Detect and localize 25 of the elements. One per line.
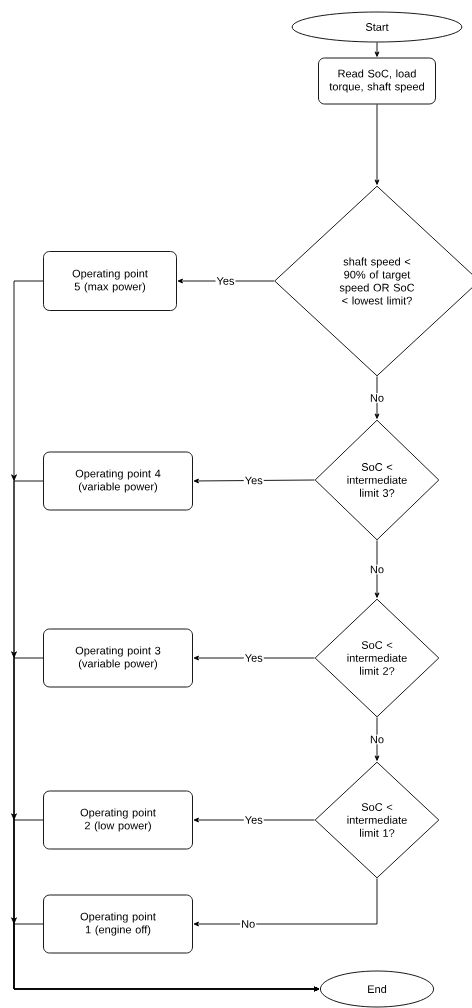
edge-label: Yes [216,277,235,285]
arrow [374,717,380,761]
edge-label: No [242,920,255,928]
edge-label: No [370,394,384,402]
arrow [193,655,315,661]
edge-label: Yes [245,476,263,485]
process-box: Operating point 2 (low power) [43,790,193,850]
edge-label: Yes [245,654,263,662]
process-box: Operating point 3 (variable power) [43,628,193,688]
edge-label: Yes [245,816,263,824]
process-box: Operating point 4 (variable power) [43,451,193,511]
process-box: Operating point 1 (engine off) [43,894,193,954]
arrow [193,817,315,823]
process-box: Read SoC, load torque, shaft speed [318,57,436,105]
arrow [374,104,380,185]
arrow [11,917,320,992]
edge-label: No [370,735,384,744]
arrow [177,278,275,284]
process-box: Operating point 5 (max power) [43,251,177,311]
arrow [193,478,315,484]
arrow [374,540,380,598]
arrow [193,878,378,927]
arrow [374,376,380,419]
arrow [374,42,380,57]
edge-label: No [370,565,384,574]
